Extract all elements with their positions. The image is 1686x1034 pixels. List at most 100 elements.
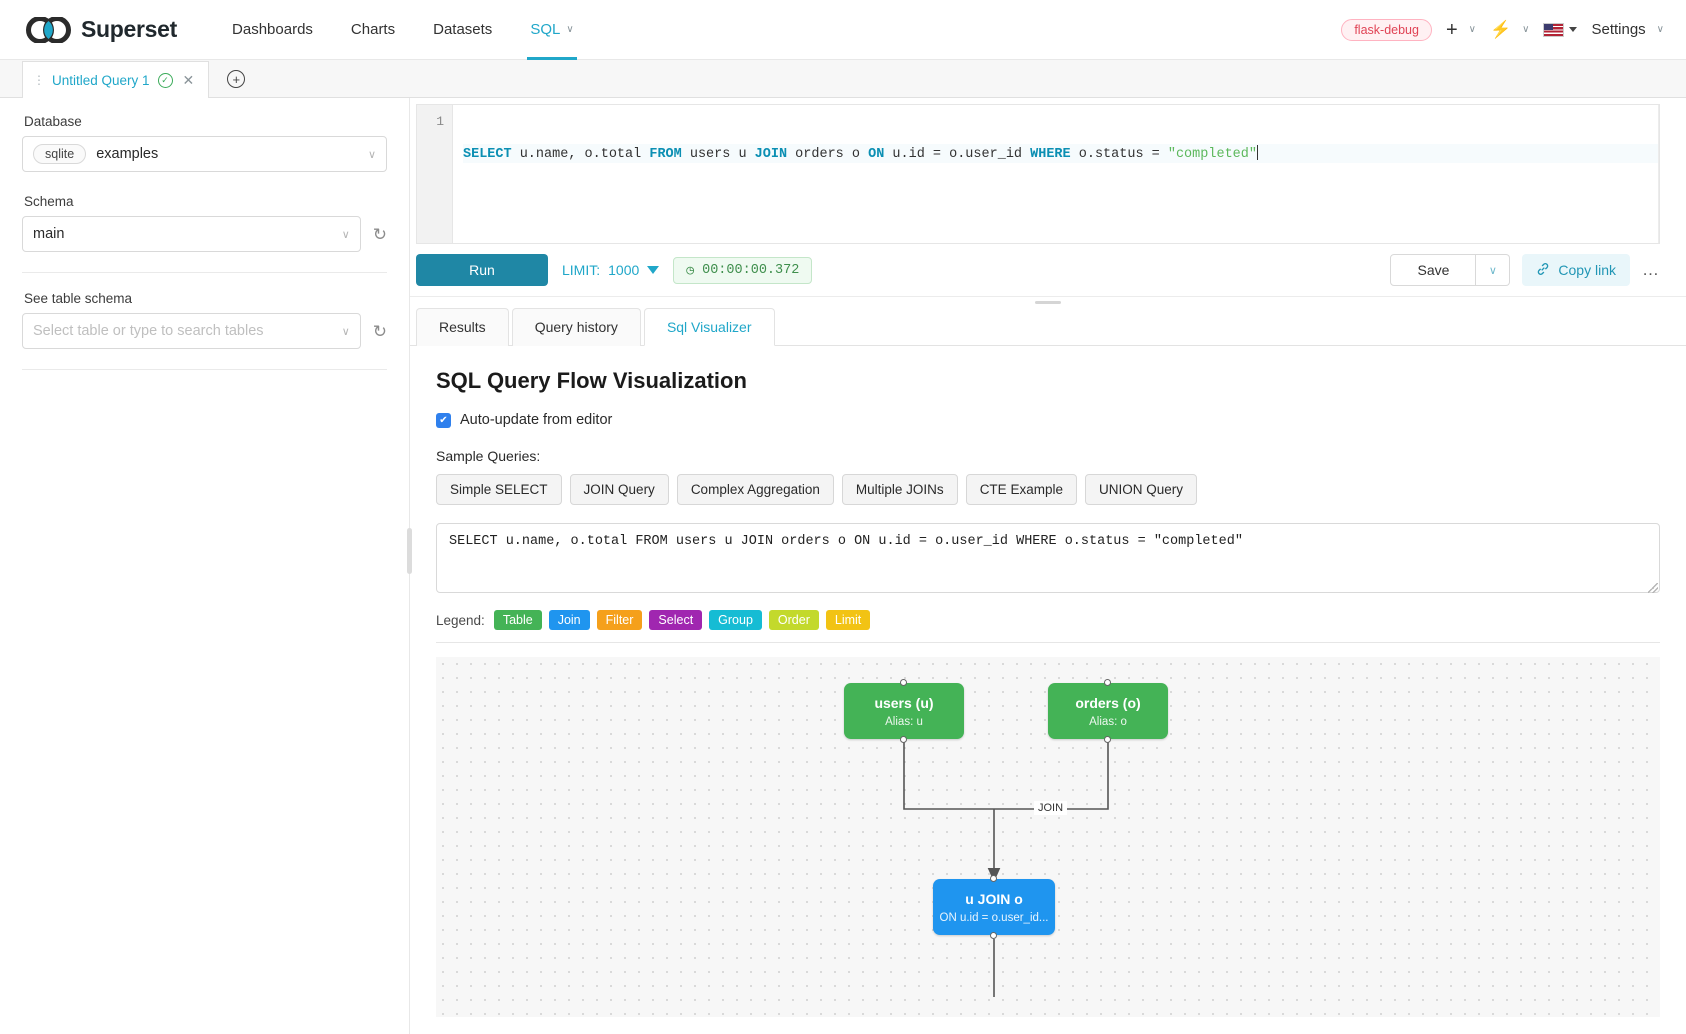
flow-node-join[interactable]: u JOIN o ON u.id = o.user_id... bbox=[933, 875, 1055, 939]
new-item-button[interactable]: + ∨ bbox=[1446, 20, 1476, 40]
link-icon bbox=[1536, 262, 1550, 279]
refresh-tables-icon[interactable]: ↻ bbox=[372, 321, 387, 341]
timer-value: 00:00:00.372 bbox=[702, 262, 800, 278]
sql-editor-wrapper: 1 SELECT u.name, o.total FROM users u JO… bbox=[410, 98, 1686, 244]
schema-select[interactable]: main ∨ bbox=[22, 216, 361, 252]
sidebar-divider bbox=[22, 272, 387, 273]
bolt-menu-button[interactable]: ⚡ ∨ bbox=[1490, 21, 1530, 38]
copy-link-label: Copy link bbox=[1558, 262, 1616, 278]
edge-label-join: JOIN bbox=[1034, 801, 1068, 815]
add-query-tab-button[interactable]: + bbox=[227, 70, 246, 88]
clock-icon: ◷ bbox=[686, 262, 695, 278]
sql-input-textarea[interactable] bbox=[436, 523, 1660, 593]
save-button-group: Save ∨ bbox=[1390, 254, 1511, 286]
sample-queries-label: Sample Queries: bbox=[436, 448, 541, 464]
page-title: SQL Query Flow Visualization bbox=[436, 368, 747, 393]
sql-visualizer-inner: SQL Query Flow Visualization ✔ Auto-upda… bbox=[416, 368, 1660, 1017]
node-subtitle: Alias: u bbox=[885, 715, 923, 728]
node-handle-top[interactable] bbox=[900, 679, 907, 686]
refresh-schema-icon[interactable]: ↻ bbox=[372, 224, 387, 244]
plus-icon: + bbox=[1445, 18, 1458, 41]
flask-debug-badge: flask-debug bbox=[1341, 18, 1432, 41]
tab-label: Query history bbox=[534, 319, 618, 335]
tab-sql-visualizer[interactable]: Sql Visualizer bbox=[643, 308, 775, 346]
sample-button-join-query[interactable]: JOIN Query bbox=[569, 474, 669, 505]
editor-gutter: 1 bbox=[417, 105, 453, 243]
node-handle-top[interactable] bbox=[1104, 679, 1111, 686]
sidebar-resize-handle[interactable] bbox=[407, 528, 412, 574]
chevron-down-icon: ∨ bbox=[566, 24, 574, 35]
top-navbar: Superset Dashboards Charts Datasets SQL … bbox=[0, 0, 1686, 60]
sql-editor[interactable]: 1 SELECT u.name, o.total FROM users u JO… bbox=[416, 104, 1660, 244]
node-handle-bottom[interactable] bbox=[990, 932, 997, 939]
limit-dropdown[interactable]: LIMIT: 1000 bbox=[562, 262, 660, 278]
editor-line-1: SELECT u.name, o.total FROM users u JOIN… bbox=[463, 144, 1658, 163]
sql-input-wrapper bbox=[436, 523, 1660, 596]
node-handle-bottom[interactable] bbox=[1104, 736, 1111, 743]
node-title: u JOIN o bbox=[965, 890, 1023, 907]
textarea-resize-grip[interactable] bbox=[1648, 583, 1658, 593]
bolt-icon: ⚡ bbox=[1489, 20, 1512, 39]
save-button[interactable]: Save bbox=[1390, 254, 1477, 286]
settings-menu[interactable]: Settings ∨ bbox=[1591, 21, 1664, 38]
caret-down-icon bbox=[1569, 27, 1578, 32]
run-toolbar: Run LIMIT: 1000 ◷ 00:00:00.372 Save ∨ bbox=[410, 244, 1686, 297]
schema-row: main ∨ ↻ bbox=[22, 216, 387, 252]
legend-chip-select: Select bbox=[649, 610, 703, 630]
limit-label: LIMIT: bbox=[562, 262, 601, 278]
sample-button-multiple-joins[interactable]: Multiple JOINs bbox=[841, 474, 958, 505]
table-search-select[interactable]: Select table or type to search tables ∨ bbox=[22, 313, 361, 349]
flow-node-orders[interactable]: orders (o) Alias: o bbox=[1048, 679, 1168, 743]
legend-chip-filter: Filter bbox=[596, 610, 643, 630]
schema-label: Schema bbox=[24, 194, 74, 209]
nav-link-dashboards[interactable]: Dashboards bbox=[213, 0, 332, 60]
more-options-icon[interactable]: … bbox=[1642, 260, 1660, 279]
table-schema-row: Select table or type to search tables ∨ … bbox=[22, 313, 387, 349]
main-area: Database sqlite examples ∨ Schema main ∨… bbox=[0, 98, 1686, 1034]
table-search-placeholder: Select table or type to search tables bbox=[33, 323, 264, 339]
superset-logo-icon bbox=[26, 16, 72, 43]
run-button[interactable]: Run bbox=[416, 254, 548, 286]
editor-code-area[interactable]: SELECT u.name, o.total FROM users u JOIN… bbox=[453, 105, 1658, 243]
copy-link-button[interactable]: Copy link bbox=[1522, 254, 1630, 286]
chevron-down-icon: ∨ bbox=[1522, 24, 1530, 35]
panel-resize-handle[interactable] bbox=[410, 297, 1686, 307]
tab-query-history[interactable]: Query history bbox=[511, 308, 641, 346]
close-icon[interactable]: ✕ bbox=[182, 71, 195, 88]
brand-text: Superset bbox=[81, 16, 178, 42]
chevron-down-icon: ∨ bbox=[341, 325, 350, 338]
navbar-right: flask-debug + ∨ ⚡ ∨ Settings ∨ bbox=[1341, 18, 1664, 41]
sidebar-panel: Database sqlite examples ∨ Schema main ∨… bbox=[0, 98, 412, 1034]
sample-button-complex-aggregation[interactable]: Complex Aggregation bbox=[676, 474, 834, 505]
nav-link-datasets[interactable]: Datasets bbox=[414, 0, 511, 60]
nav-link-sql[interactable]: SQL ∨ bbox=[511, 0, 592, 60]
legend-chip-join: Join bbox=[548, 610, 590, 630]
flow-edges bbox=[903, 739, 1109, 997]
sample-button-union-query[interactable]: UNION Query bbox=[1084, 474, 1197, 505]
chevron-down-icon: ∨ bbox=[1468, 24, 1476, 35]
flow-node-users[interactable]: users (u) Alias: u bbox=[844, 679, 964, 743]
content-panel: 1 SELECT u.name, o.total FROM users u JO… bbox=[410, 98, 1686, 1034]
tab-results[interactable]: Results bbox=[416, 308, 509, 346]
node-handle-top[interactable] bbox=[990, 875, 997, 882]
brand-logo-group[interactable]: Superset bbox=[26, 16, 177, 43]
auto-update-checkbox[interactable]: ✔ bbox=[436, 412, 451, 428]
chevron-down-icon: ∨ bbox=[1656, 24, 1664, 35]
flow-canvas[interactable]: users (u) Alias: u orders (o) Alias: o J… bbox=[436, 657, 1660, 1017]
node-handle-bottom[interactable] bbox=[900, 736, 907, 743]
sample-button-simple-select[interactable]: Simple SELECT bbox=[436, 474, 562, 505]
nav-link-label: Charts bbox=[350, 21, 396, 38]
node-title: users (u) bbox=[874, 694, 934, 711]
language-selector[interactable] bbox=[1543, 22, 1578, 37]
database-engine-chip: sqlite bbox=[33, 144, 87, 164]
drag-handle-icon[interactable]: ⋮ bbox=[33, 73, 45, 87]
editor-vertical-rule bbox=[1658, 105, 1659, 243]
query-tab-untitled-query-1[interactable]: ⋮ Untitled Query 1 ✓ ✕ bbox=[22, 61, 210, 98]
database-label: Database bbox=[24, 114, 82, 129]
sample-button-cte-example[interactable]: CTE Example bbox=[965, 474, 1077, 505]
nav-link-charts[interactable]: Charts bbox=[332, 0, 414, 60]
nav-link-label: Datasets bbox=[433, 21, 493, 38]
legend-label: Legend: bbox=[436, 612, 485, 628]
save-dropdown-caret[interactable]: ∨ bbox=[1476, 254, 1511, 286]
database-select[interactable]: sqlite examples ∨ bbox=[22, 136, 387, 172]
